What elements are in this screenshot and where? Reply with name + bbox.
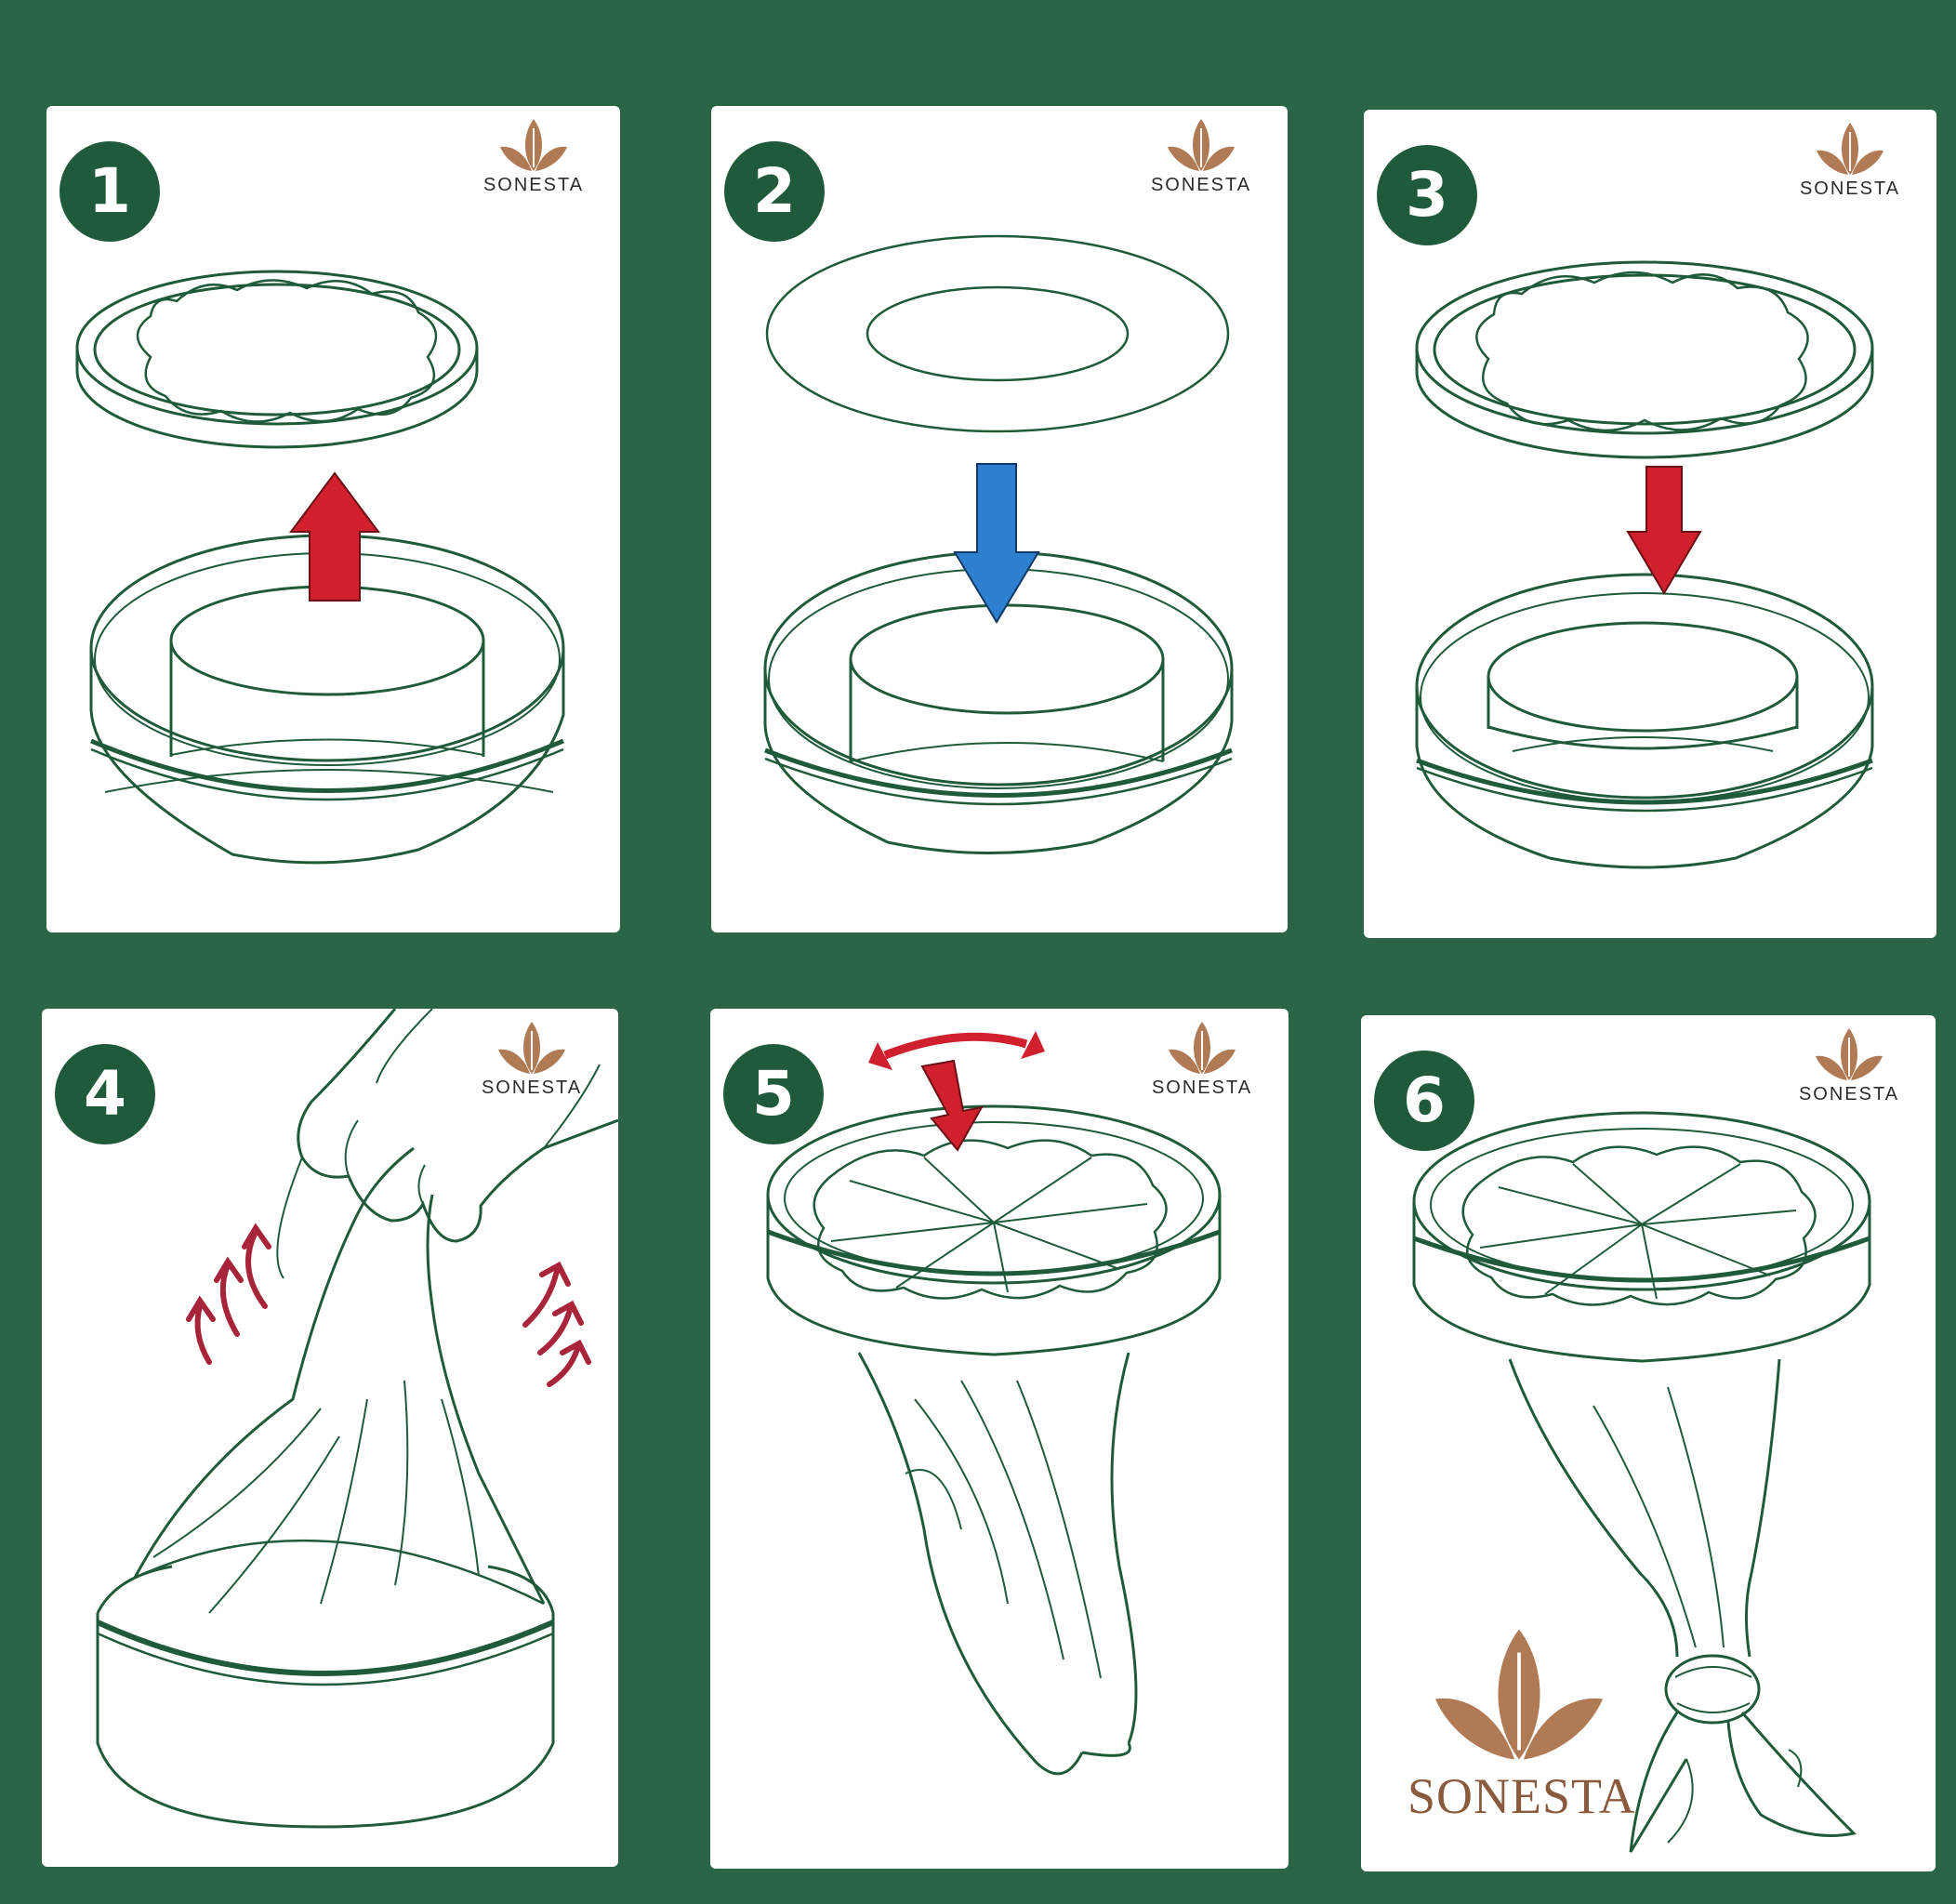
step-panel-6: 6 SONESTA SONESTA	[1361, 1015, 1936, 1871]
leaf-logo-icon	[1169, 1022, 1236, 1074]
brand-logo: SONESTA	[1142, 1020, 1262, 1099]
brand-logo: SONESTA	[1789, 1026, 1910, 1105]
step-number-badge: 5	[723, 1044, 824, 1144]
step-4-illustration	[96, 1009, 618, 1829]
leaf-logo-icon	[500, 119, 567, 171]
brand-name: SONESTA	[1151, 1078, 1253, 1098]
leaf-logo-icon	[1168, 119, 1235, 171]
step-6-illustration	[1412, 1111, 1871, 1853]
step-number-badge: 1	[59, 141, 160, 242]
curved-up-arrows-icon	[186, 1223, 591, 1387]
brand-logo: SONESTA	[471, 1020, 592, 1099]
up-arrow-icon	[289, 471, 380, 602]
brand-logo: SONESTA	[473, 117, 594, 196]
brand-name: SONESTA	[482, 175, 585, 195]
step-3-illustration	[1415, 260, 1874, 869]
down-arrow-icon	[953, 463, 1040, 624]
step-number-badge: 3	[1377, 145, 1477, 245]
leaf-logo-icon	[1816, 1028, 1883, 1080]
step-5-illustration	[766, 1031, 1222, 1776]
step-panel-4: 4 SONESTA	[42, 1009, 618, 1867]
twist-arrows-icon	[868, 1031, 1045, 1152]
down-arrow-icon	[1626, 466, 1702, 595]
step-number-badge: 4	[55, 1044, 155, 1144]
step-number-badge: 6	[1374, 1051, 1474, 1151]
step-panel-2: 2 SONESTA	[711, 106, 1288, 932]
step-number-badge: 2	[724, 141, 825, 242]
step-panel-1: 1 SONESTA	[46, 106, 620, 932]
brand-name: SONESTA	[1408, 1768, 1636, 1824]
step-2-illustration	[763, 234, 1234, 854]
step-panel-3: 3 SONESTA	[1364, 110, 1936, 938]
leaf-logo-icon	[498, 1022, 565, 1074]
brand-name: SONESTA	[1150, 175, 1252, 195]
step-panel-5: 5 SONESTA	[710, 1009, 1289, 1869]
brand-logo-large: SONESTA	[1408, 1622, 1636, 1825]
step-1-illustration	[75, 270, 565, 865]
brand-logo: SONESTA	[1790, 121, 1910, 200]
leaf-logo-icon	[1435, 1629, 1603, 1760]
leaf-logo-icon	[1817, 123, 1883, 175]
brand-name: SONESTA	[1799, 178, 1901, 199]
brand-name: SONESTA	[1798, 1084, 1900, 1104]
brand-name: SONESTA	[481, 1078, 583, 1098]
brand-logo: SONESTA	[1141, 117, 1262, 196]
